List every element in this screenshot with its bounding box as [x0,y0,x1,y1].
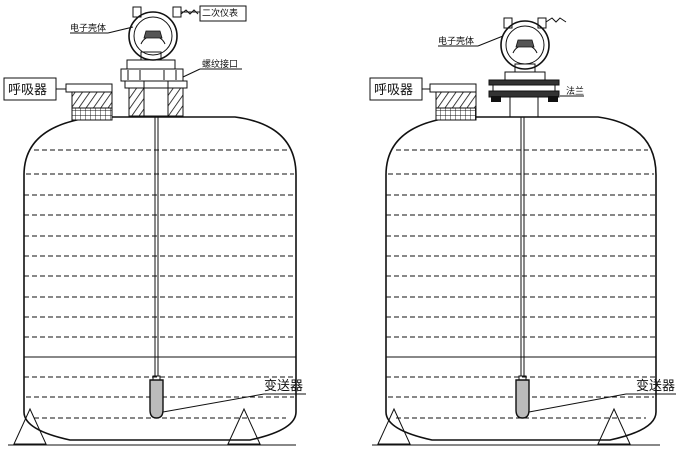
right-transmitter-label: 变送器 [636,378,675,394]
left-interface-label: 螺纹接口 [202,58,238,70]
left-tank: 呼吸器 电子壳体 [3,5,306,446]
right-tank-body [385,116,657,441]
left-housing-label: 电子壳体 [70,22,106,34]
left-breather [65,83,113,121]
right-breather [429,83,477,121]
right-housing-label: 电子壳体 [438,35,474,47]
left-support-leg-right [227,407,261,445]
right-tank: 呼吸器 电子壳体 法兰 [369,17,676,446]
left-transmitter-probe [149,379,164,419]
left-electronic-housing [128,6,200,61]
left-secondary-label: 二次仪表 [202,7,238,19]
right-liquid-levels [386,149,656,419]
right-flange-interface [488,71,560,118]
left-support-leg-left [13,407,47,445]
right-electronic-housing [500,17,567,73]
right-support-leg-left [377,407,411,445]
right-transmitter-probe [515,379,530,419]
left-tank-body [23,116,297,441]
right-support-leg-right [597,407,631,445]
left-threaded-interface [120,59,188,117]
left-liquid-levels [24,149,296,419]
right-interface-label: 法兰 [566,85,584,97]
right-breather-label: 呼吸器 [374,83,413,98]
left-breather-label: 呼吸器 [8,83,47,98]
left-transmitter-label: 变送器 [264,378,303,394]
